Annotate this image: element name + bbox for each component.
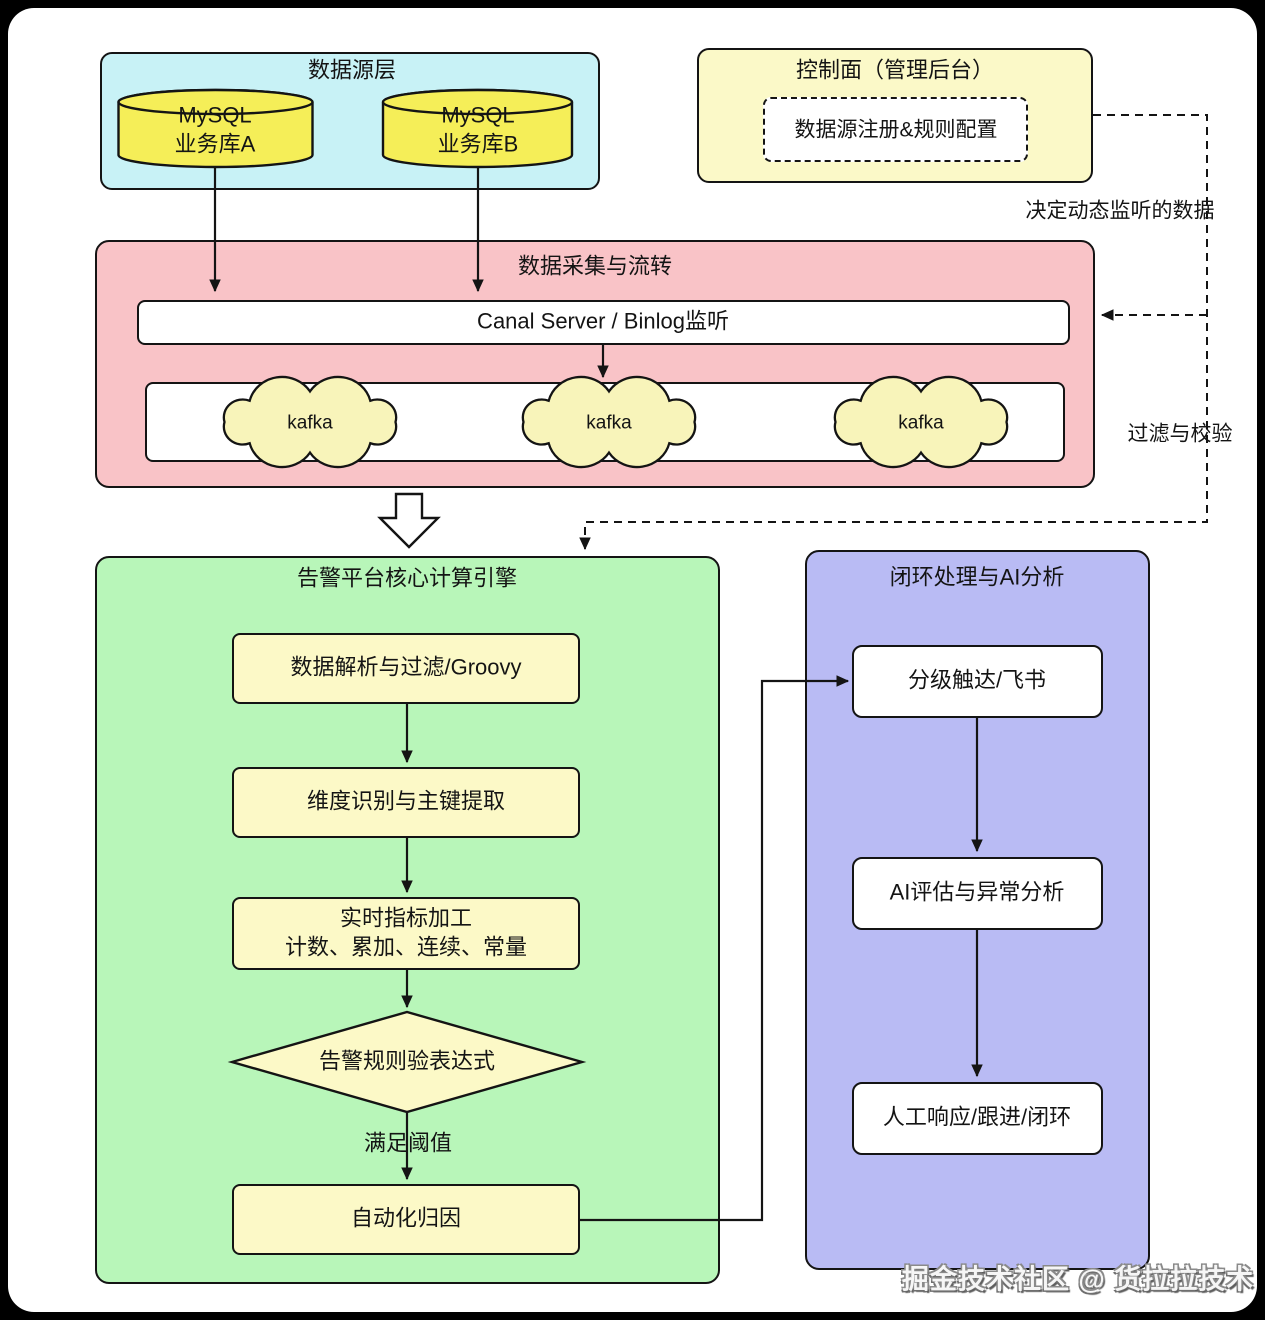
block-down-arrow bbox=[377, 492, 441, 549]
connector-attribution-to-notify bbox=[580, 675, 850, 1222]
step-dimension-label: 维度识别与主键提取 bbox=[306, 788, 506, 814]
config-item-label: 数据源注册&规则配置 bbox=[794, 118, 998, 142]
closed-loop-title: 闭环处理与AI分析 bbox=[889, 564, 1065, 590]
collection-title: 数据采集与流转 bbox=[517, 253, 673, 279]
kafka-label-3: kafka bbox=[898, 412, 944, 434]
step-ai-box bbox=[852, 857, 1103, 930]
kafka-cloud-1 bbox=[224, 377, 396, 467]
kafka-cloud-2 bbox=[523, 377, 695, 467]
step-attribution-box bbox=[232, 1184, 580, 1255]
mysql-b-label: MySQL 业务库B bbox=[437, 102, 519, 156]
step-manual-label: 人工响应/跟进/闭环 bbox=[882, 1104, 1072, 1130]
step-ai-label: AI评估与异常分析 bbox=[889, 879, 1065, 905]
step-notify-label: 分级触达/飞书 bbox=[907, 667, 1047, 693]
decision-diamond bbox=[227, 1010, 587, 1114]
annotation-filter-validate: 过滤与校验 bbox=[1127, 422, 1233, 446]
kafka-label-1: kafka bbox=[287, 412, 333, 434]
step-metric-box bbox=[232, 897, 580, 970]
step-dimension-box bbox=[232, 767, 580, 838]
data-source-layer-title: 数据源层 bbox=[307, 57, 397, 83]
cylinder-mysql-a bbox=[117, 88, 314, 169]
kafka-cloud-3 bbox=[835, 377, 1007, 467]
step-attribution-label: 自动化归因 bbox=[350, 1205, 462, 1231]
canal-server-label: Canal Server / Binlog监听 bbox=[477, 308, 729, 334]
engine-title: 告警平台核心计算引擎 bbox=[296, 565, 518, 591]
config-dashed-box bbox=[763, 97, 1028, 162]
step-parse-label: 数据解析与过滤/Groovy bbox=[290, 654, 522, 680]
decision-label: 告警规则验表达式 bbox=[318, 1048, 496, 1074]
step-parse-box bbox=[232, 633, 580, 704]
step-notify-box bbox=[852, 645, 1103, 718]
control-plane-title: 控制面（管理后台） bbox=[795, 57, 995, 83]
step-manual-box bbox=[852, 1082, 1103, 1155]
canal-server-bar bbox=[137, 300, 1070, 345]
mysql-a-label: MySQL 业务库A bbox=[174, 102, 256, 156]
threshold-label: 满足阈值 bbox=[363, 1130, 453, 1156]
annotation-dynamic-listen: 决定动态监听的数据 bbox=[1025, 199, 1215, 223]
cylinder-mysql-b bbox=[381, 88, 574, 169]
kafka-clouds bbox=[224, 377, 1007, 467]
kafka-label-2: kafka bbox=[586, 412, 632, 434]
dashed-connector-control-to-engine bbox=[579, 114, 1208, 551]
step-metric-label: 实时指标加工 计数、累加、连续、常量 bbox=[284, 905, 528, 959]
watermark: 掘金技术社区 @ 货拉拉技术 bbox=[901, 1264, 1255, 1295]
